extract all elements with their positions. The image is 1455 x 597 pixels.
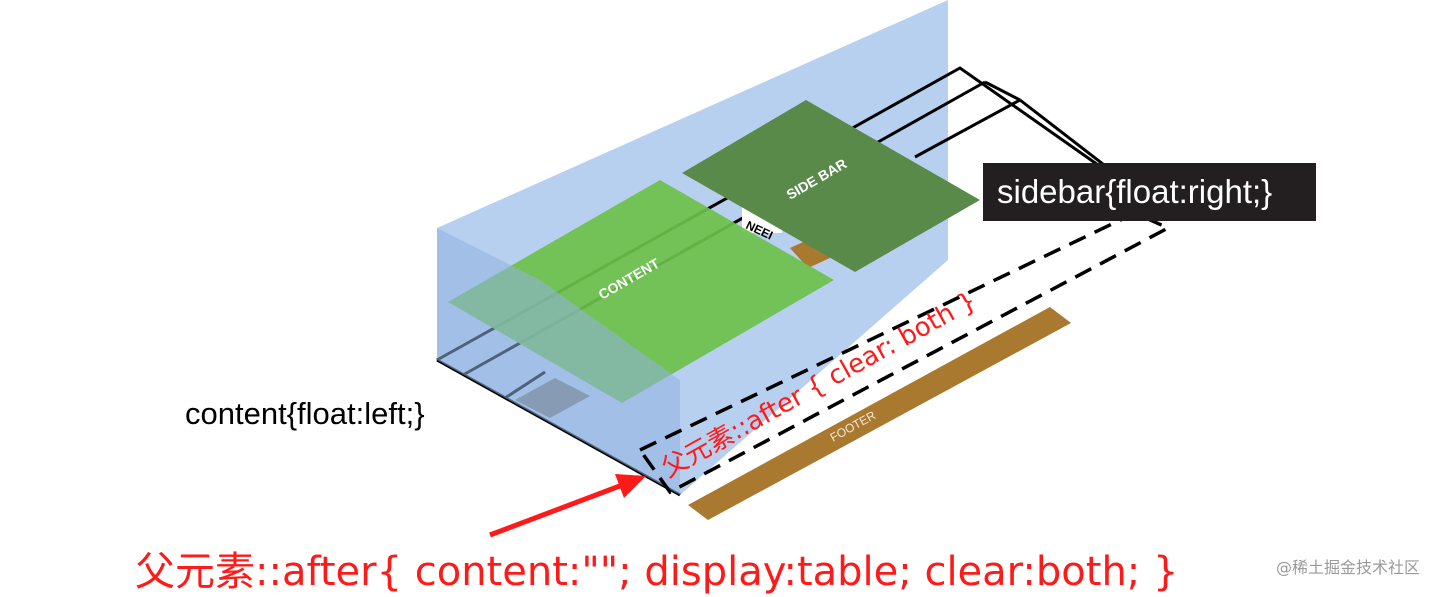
after-dashed-box	[637, 211, 1172, 495]
footer-block	[688, 307, 1071, 520]
sidebar-block	[682, 100, 980, 272]
watermark: @稀土掘金技术社区	[1276, 558, 1421, 577]
parent-container-front-wall	[437, 228, 680, 495]
arrow-icon	[489, 474, 646, 538]
sidebar-strip	[790, 238, 830, 268]
clearfix-code: 父元素::after{ content:""; display:table; c…	[135, 549, 1179, 595]
content-label: content{float:left;}	[185, 396, 425, 431]
sidebar-callout: sidebar{float:right;}	[983, 163, 1316, 221]
